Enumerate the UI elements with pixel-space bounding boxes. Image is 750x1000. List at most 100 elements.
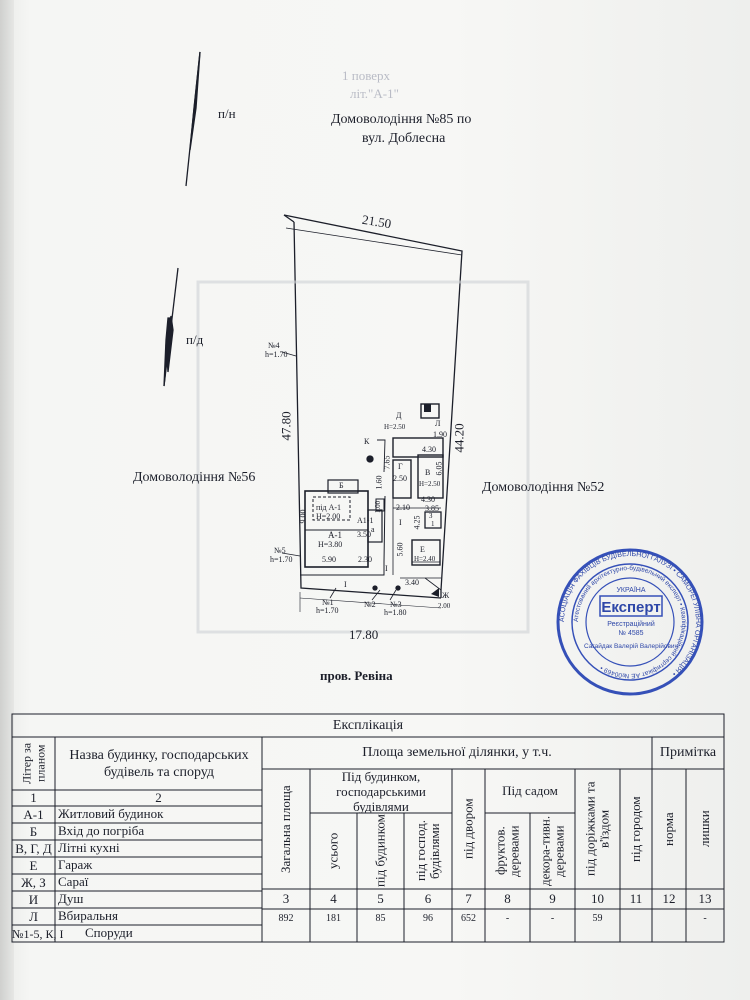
h-paths: під доріжками та в'їздом xyxy=(582,781,612,877)
label-l: Л xyxy=(435,419,441,428)
point-5: №5 xyxy=(274,546,286,555)
val-outb: 96 xyxy=(423,913,433,924)
h-garden: Під садом xyxy=(502,783,558,798)
h-yard: під двором xyxy=(460,798,476,860)
h-under-house: під будинком xyxy=(372,814,388,888)
label-zh: Ж xyxy=(442,591,450,600)
label-v-h: H=2.50 xyxy=(419,480,441,488)
top-neighbor-line1: Домоволодіння №85 по xyxy=(331,112,472,127)
dim-385: 3.85 xyxy=(425,504,439,513)
right-neighbor-label: Домоволодіння №52 xyxy=(482,480,605,495)
dim-230: 2.30 xyxy=(358,555,372,564)
colnum-7: 7 xyxy=(465,891,472,906)
colnum-9: 9 xyxy=(549,891,556,906)
val-decor: - xyxy=(550,913,555,924)
colnum-12: 12 xyxy=(662,891,676,906)
dim-340: 3.40 xyxy=(405,578,419,587)
street-label: пров. Ревіна xyxy=(320,668,393,683)
label-cellar: під А-1 xyxy=(316,503,342,512)
label-a-small: а xyxy=(371,525,375,534)
point-4: №4 xyxy=(268,341,280,350)
label-i3: І xyxy=(344,580,347,589)
point-3-h: h=1.80 xyxy=(384,608,407,617)
val-vegetable xyxy=(620,909,652,929)
point-1-h: h=1.70 xyxy=(316,606,339,615)
building-zh xyxy=(431,588,439,597)
plot-boundary-left-bottom xyxy=(293,221,442,599)
stamp-country: УКРАЇНА xyxy=(616,586,645,594)
label-a1-1: А1-1 xyxy=(357,516,374,525)
colnum-10: 10 xyxy=(591,891,604,906)
point-3: №3 xyxy=(390,600,402,609)
h-all: усього xyxy=(325,832,341,870)
row-lit-4: Е xyxy=(29,857,38,873)
south-label: п/д xyxy=(186,332,204,347)
dim-430a: 4.30 xyxy=(422,445,436,454)
val-paths: 59 xyxy=(592,913,603,924)
col-area: Площа земельної ділянки, у т.ч. xyxy=(362,745,552,760)
val-yard: 652 xyxy=(461,913,476,924)
colnum-3: 3 xyxy=(282,891,290,906)
dim-590: 5.90 xyxy=(322,555,336,564)
row-name-5: Сараї xyxy=(58,874,89,889)
row-lit-7: Л xyxy=(29,908,38,924)
building-a1-1 xyxy=(367,509,383,543)
val-total: 892 xyxy=(278,913,294,924)
col-name: Назва будинку, господарських будівель та… xyxy=(69,747,249,780)
row-lit-5: Ж, З xyxy=(21,874,46,890)
ghost-text-1: 1 поверх xyxy=(342,68,391,83)
row-name-3: Літні кухні xyxy=(58,840,120,855)
row-lit-2: Б xyxy=(29,823,38,839)
well-k xyxy=(366,455,374,463)
left-neighbor-label: Домоволодіння №56 xyxy=(133,470,256,485)
building-z xyxy=(424,511,442,529)
label-k: К xyxy=(364,437,370,446)
dim-200: 2.00 xyxy=(438,602,451,610)
stamp-name: Сагайдак Валерій Валерійович xyxy=(584,642,678,650)
label-e: Е xyxy=(420,545,425,554)
row-name-1: Житловий будинок xyxy=(58,806,164,821)
label-cellar-h: H=2.00 xyxy=(316,512,341,521)
val-norm xyxy=(652,909,686,929)
label-i2: І xyxy=(385,564,388,573)
colnum-5: 5 xyxy=(377,891,384,906)
label-v: В xyxy=(425,468,431,477)
plot-boundary-top-right xyxy=(283,214,463,598)
h-under-bld: Під будинком, господарськими будівлями xyxy=(336,768,426,814)
h-norm: норма xyxy=(661,812,676,846)
colnum-4: 4 xyxy=(330,891,337,906)
label-z: З xyxy=(429,512,433,520)
val-fruit: - xyxy=(505,913,510,924)
north-label: п/н xyxy=(218,106,236,121)
page-binding-edge xyxy=(0,0,14,1000)
ghost-text-2: літ."А-1" xyxy=(350,86,399,101)
row-lit-6: И xyxy=(28,891,39,907)
row-name-8: Споруди xyxy=(85,925,133,940)
label-d-h: H=2.50 xyxy=(384,423,406,431)
north-arrow-icon xyxy=(189,51,201,151)
val-excess: - xyxy=(703,913,707,924)
label-e-h: H=2.40 xyxy=(414,555,436,563)
building-d xyxy=(392,437,444,458)
dim-210: 2.10 xyxy=(396,503,410,512)
dim-bottom: 17.80 xyxy=(349,627,379,642)
row-name-2: Вхід до погріба xyxy=(58,823,145,838)
point-2: №2 xyxy=(364,600,376,609)
building-v xyxy=(417,454,444,499)
label-d: Д xyxy=(396,411,402,420)
label-a1-h: H=3.80 xyxy=(318,540,343,549)
colnum-6: 6 xyxy=(424,891,432,906)
label-g: Г xyxy=(398,462,403,471)
building-b xyxy=(327,479,359,494)
label-i1: І xyxy=(399,518,402,527)
point-4-h: h=1.70 xyxy=(265,350,288,359)
row-name-0: 2 xyxy=(155,790,162,805)
h-total: Загальна площа xyxy=(278,785,293,873)
h-decor: декора-тивн. деревами xyxy=(537,815,567,887)
col-note: Примітка xyxy=(659,745,717,760)
h-excess: лишки xyxy=(697,810,712,848)
col-litera: Літер за планом xyxy=(19,742,48,785)
